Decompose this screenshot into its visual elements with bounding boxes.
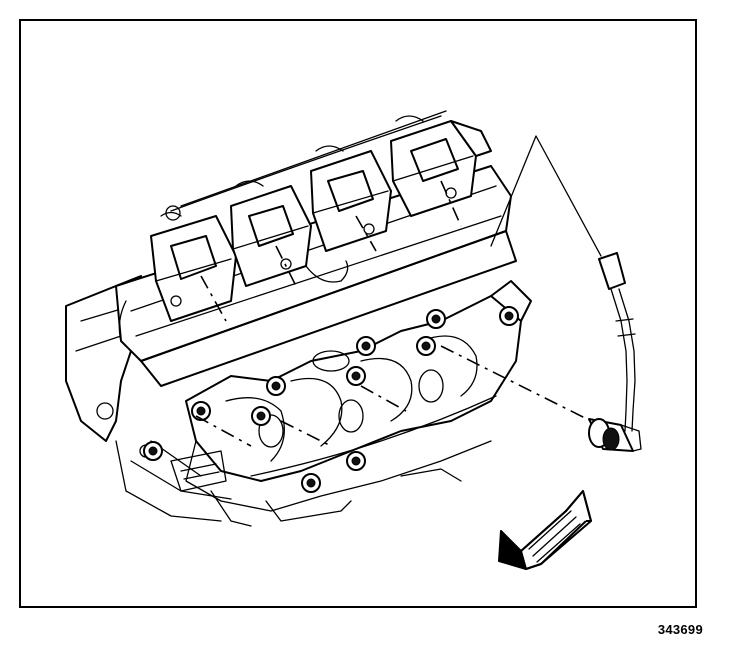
bolt-8 — [499, 306, 519, 326]
bolt-4 — [356, 336, 376, 356]
spark-plug-wire — [588, 252, 642, 452]
bolt-2 — [251, 406, 271, 426]
bolt-10 — [301, 473, 321, 493]
ignition-coil-1 — [150, 211, 237, 322]
figure-number: 343699 — [657, 622, 703, 637]
bolt-9 — [346, 451, 366, 471]
bolt-7 — [416, 336, 436, 356]
ignition-coil-2 — [230, 180, 312, 287]
ignition-coil-4 — [390, 115, 492, 217]
coil-harness — [165, 110, 447, 283]
bolt-3 — [266, 376, 286, 396]
illustration-frame — [19, 19, 697, 608]
bolt-11 — [143, 441, 163, 461]
bolt-6 — [426, 309, 446, 329]
exhaust-manifold — [185, 280, 532, 512]
forward-arrow-icon — [498, 490, 592, 570]
ignition-coil-3 — [310, 145, 392, 252]
engine-exhaust-manifold-illustration — [65, 110, 642, 570]
manifold-bolts — [143, 306, 519, 493]
lower-engine-details — [170, 450, 462, 527]
leader-lines — [490, 135, 602, 257]
alignment-lines — [195, 180, 602, 447]
bolt-1 — [191, 401, 211, 421]
bolt-5 — [346, 366, 366, 386]
